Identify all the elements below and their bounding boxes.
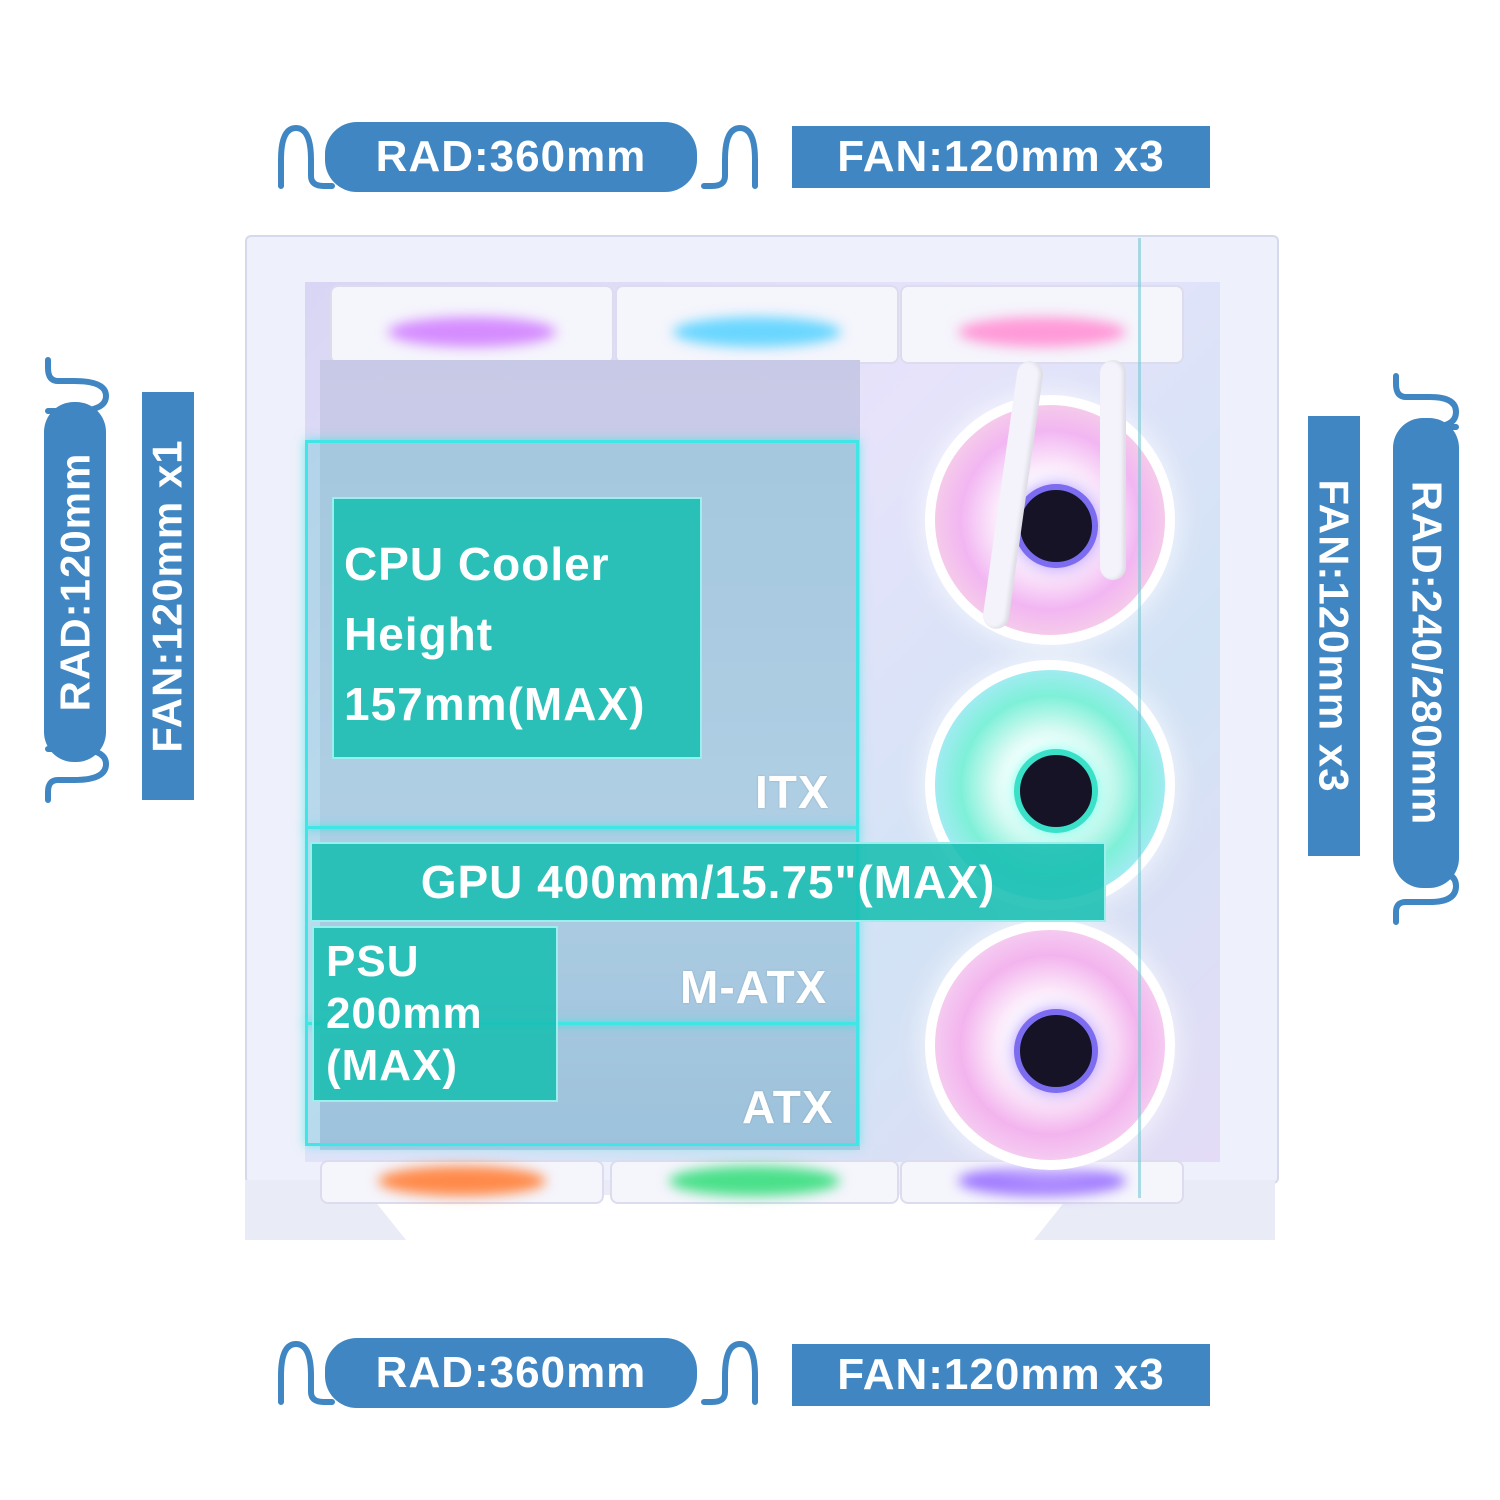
left-rad-label: RAD:120mm — [44, 402, 106, 762]
bottom-fan-2 — [610, 1160, 899, 1204]
bottom-fan-1 — [320, 1160, 604, 1204]
cpu-cooler-subtitle: Height — [344, 608, 494, 660]
left-fan-label: FAN:120mm x1 — [142, 392, 194, 800]
psu-title: PSU — [326, 937, 420, 986]
top-fan-1 — [330, 285, 614, 364]
cpu-cooler-value: 157mm(MAX) — [344, 678, 646, 730]
aio-tube-2 — [1100, 360, 1126, 580]
top-rad-label: RAD:360mm — [325, 122, 697, 192]
top-fan-label: FAN:120mm x3 — [792, 126, 1210, 188]
side-fan-1 — [925, 395, 1175, 645]
left-rad-squiggle-bottom-icon — [45, 746, 109, 803]
side-fan-3 — [925, 920, 1175, 1170]
right-rad-squiggle-bottom-icon — [1393, 868, 1459, 925]
psu-panel: PSU 200mm (MAX) — [312, 926, 558, 1102]
top-fan-3 — [900, 285, 1184, 364]
bottom-rad-label: RAD:360mm — [325, 1338, 697, 1408]
case-foot-cutout — [370, 1195, 1070, 1265]
bottom-rad-squiggle-left-icon — [278, 1341, 335, 1405]
atx-label: ATX — [742, 1081, 834, 1133]
gpu-length-panel: GPU 400mm/15.75"(MAX) — [310, 842, 1106, 922]
top-rad-squiggle-right-icon — [701, 125, 758, 189]
psu-max: (MAX) — [326, 1041, 459, 1090]
psu-length: 200mm — [326, 989, 483, 1038]
cpu-cooler-panel: CPU Cooler Height 157mm(MAX) — [332, 497, 702, 759]
cpu-cooler-title: CPU Cooler — [344, 538, 610, 590]
right-fan-label: FAN:120mm x3 — [1308, 416, 1360, 856]
bottom-fan-label: FAN:120mm x3 — [792, 1344, 1210, 1406]
top-fan-2 — [615, 285, 899, 364]
itx-label: ITX — [755, 766, 830, 818]
matx-label: M-ATX — [680, 961, 828, 1013]
bottom-rad-squiggle-right-icon — [701, 1341, 758, 1405]
glass-panel-edge — [1138, 238, 1141, 1198]
left-rad-squiggle-top-icon — [45, 357, 109, 414]
top-rad-squiggle-left-icon — [278, 125, 335, 189]
right-rad-label: RAD:240/280mm — [1393, 418, 1459, 888]
